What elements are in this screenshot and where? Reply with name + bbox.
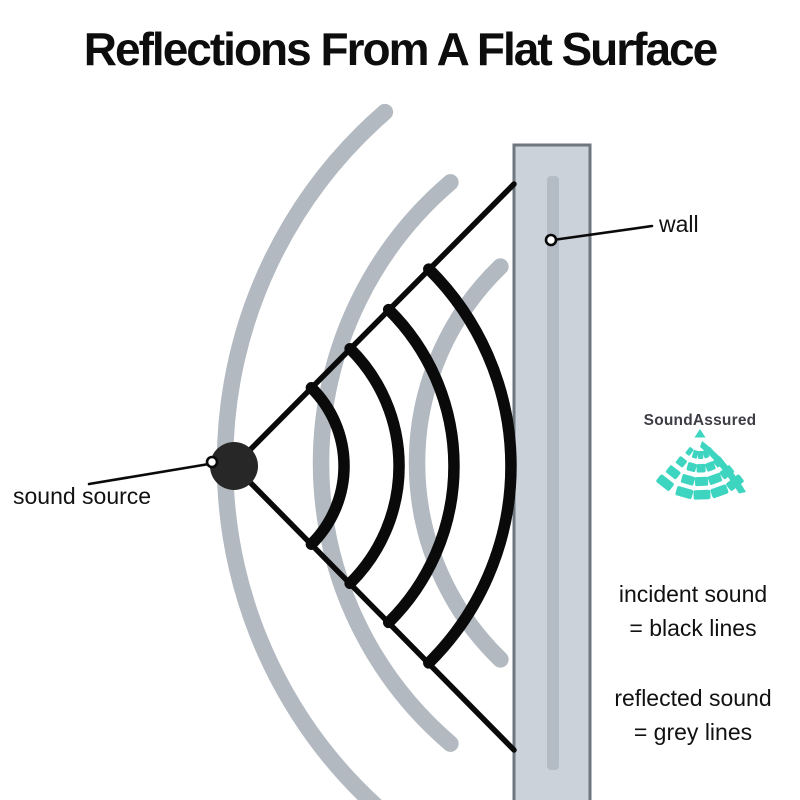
pointer-line [551, 224, 654, 242]
soundassured-brand-text: SoundAssured [643, 412, 757, 429]
label-marker-dot [205, 455, 219, 469]
sound-source-label: sound source [13, 483, 152, 509]
legend-incident-line2: = black lines [629, 615, 757, 641]
legend-incident: incident sound = black lines [568, 577, 800, 645]
soundassured-logo-mark [656, 429, 746, 500]
cone-line [231, 463, 517, 753]
logo-swoosh [700, 441, 746, 494]
sound-source-dot [210, 442, 258, 490]
label-marker-dot [544, 233, 558, 247]
cone-line [231, 181, 517, 469]
incident-wave-arc [423, 263, 517, 669]
reflected-wave-arc [312, 174, 459, 752]
wall-label: wall [659, 211, 699, 237]
logo-apex-triangle [694, 429, 706, 438]
pointer-line [87, 462, 211, 486]
legend-reflected-line1: reflected sound [614, 685, 772, 711]
page-title: Reflections From A Flat Surface [83, 23, 718, 75]
incident-wave-arc [344, 342, 405, 590]
legend-reflected-line2: = grey lines [633, 719, 753, 745]
wall-stripe [547, 176, 559, 770]
incident-wave-arc [382, 303, 460, 629]
incident-wave-arc [305, 382, 350, 550]
legend-reflected: reflected sound = grey lines [568, 681, 800, 749]
legend-incident-line1: incident sound [618, 581, 768, 607]
